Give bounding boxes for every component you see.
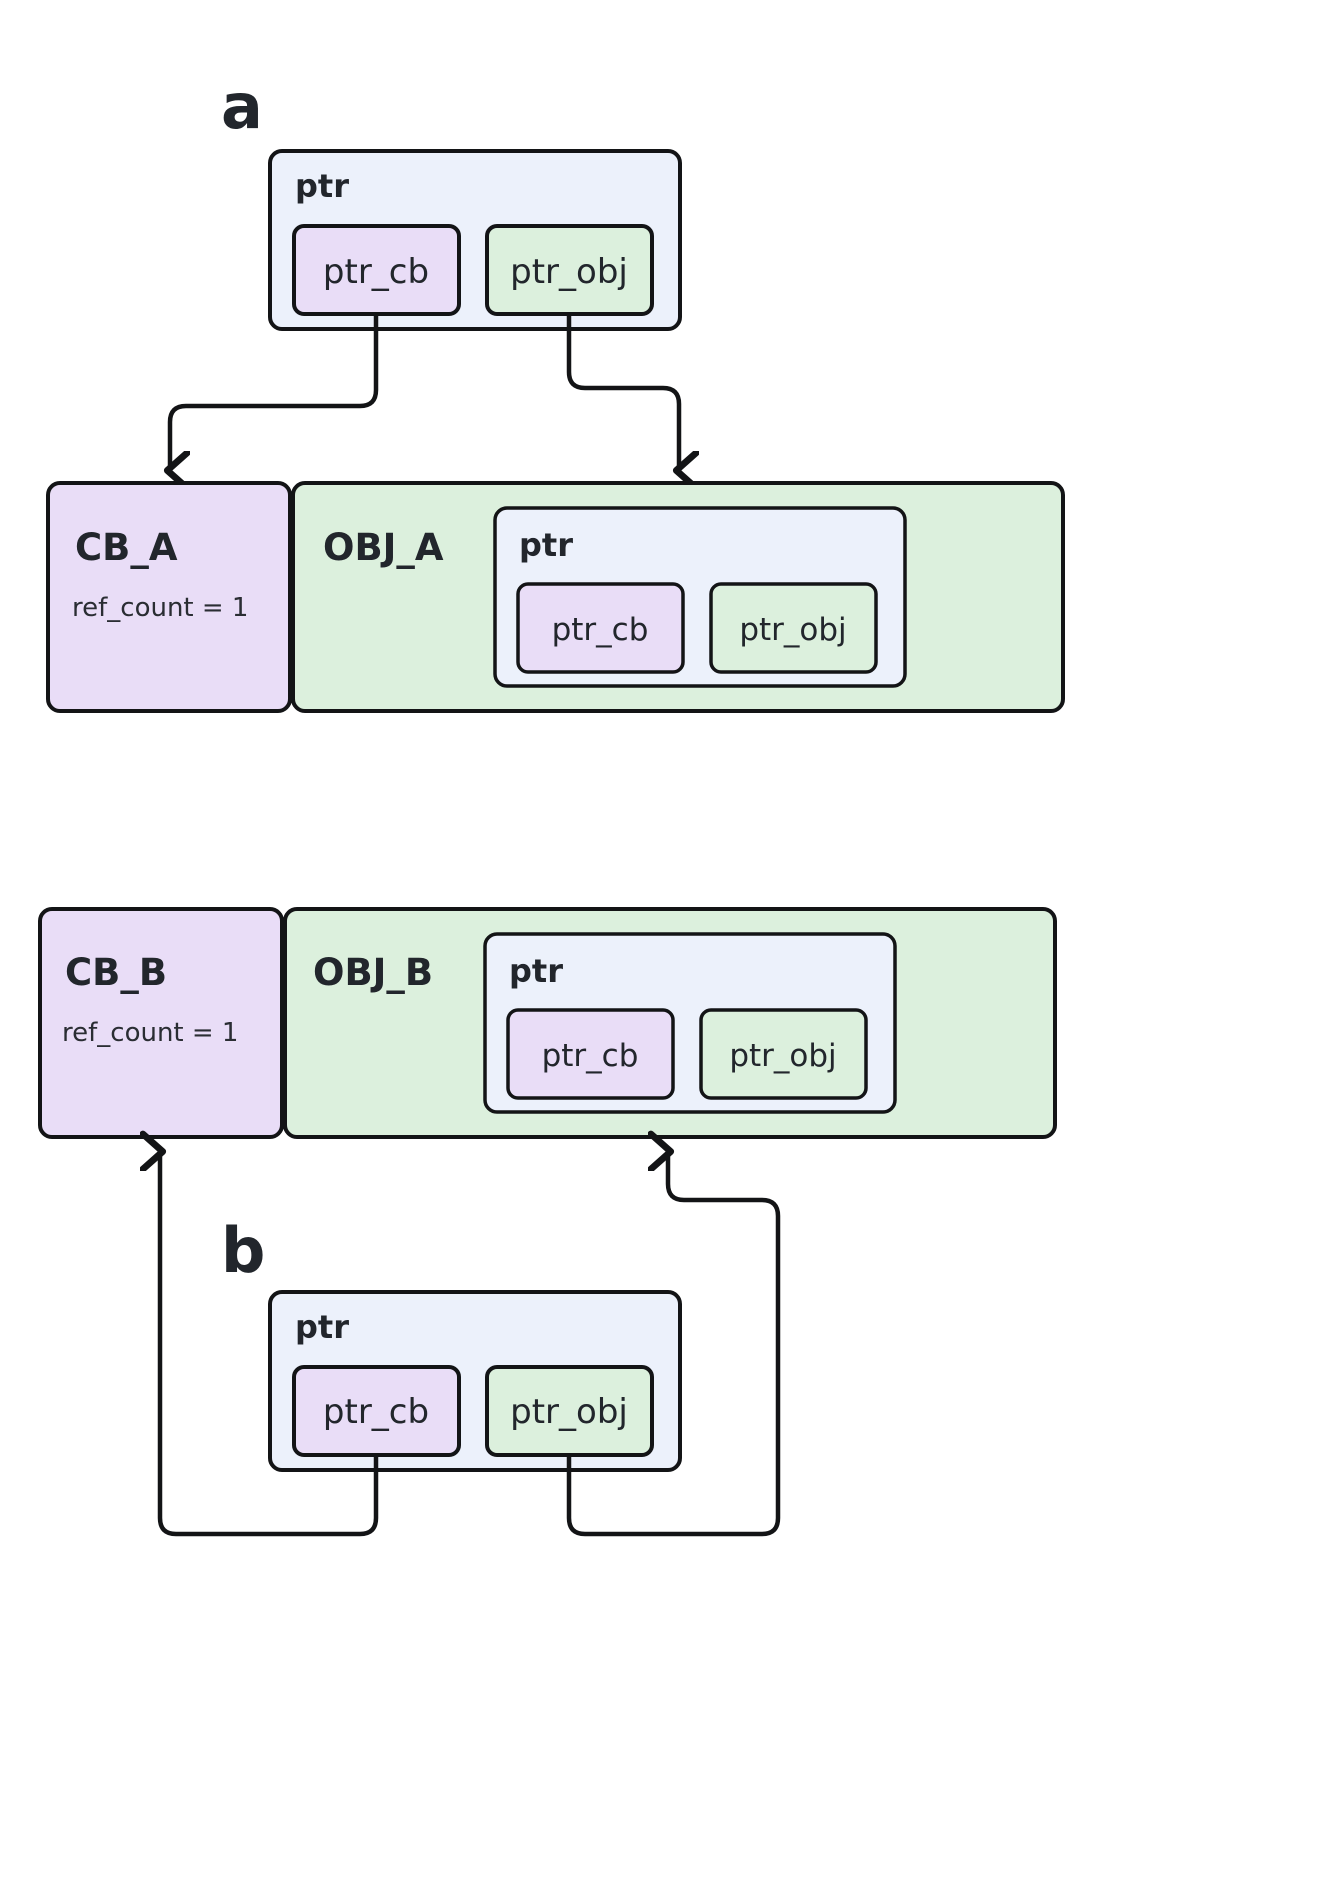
- cb-a-box: [46, 481, 292, 713]
- edge-ptrobj-to-obja: [566, 314, 679, 470]
- outer-ptr-slot-cb-label-b: ptr_cb: [323, 1392, 429, 1432]
- obj-b-inner-ptr-title: ptr: [509, 952, 563, 990]
- obj-a-inner-ptr-slot-cb: [516, 582, 685, 674]
- panel-label-a: a: [221, 70, 263, 143]
- obj-b-inner-ptr-slot-obj-label: ptr_obj: [729, 1038, 836, 1074]
- panel-b-outer-ptr-box: ptr ptr_cb ptr_obj: [268, 1290, 682, 1472]
- panel-a-outer-ptr-box: ptr ptr_cb ptr_obj: [268, 149, 682, 331]
- obj-b-inner-ptr-slot-cb-label: ptr_cb: [542, 1038, 639, 1074]
- cb-a-refcount: ref_count = 1: [72, 593, 248, 623]
- outer-ptr-title-a: ptr: [295, 167, 349, 205]
- obj-a-inner-ptr-title: ptr: [519, 526, 573, 564]
- object-b: OBJ_B ptr ptr_cb ptr_obj: [283, 907, 1057, 1139]
- obj-b-inner-ptr-slot-cb: [506, 1008, 675, 1100]
- cb-b-refcount: ref_count = 1: [62, 1018, 238, 1048]
- edge-ptrcb-to-cbb: [160, 1152, 379, 1537]
- outer-ptr-slot-obj-label-b: ptr_obj: [510, 1392, 628, 1432]
- edge-ptrcb-to-cba: [170, 314, 379, 470]
- panel-label-b: b: [221, 1214, 265, 1287]
- control-block-b: CB_B ref_count = 1: [38, 907, 284, 1139]
- control-block-a: CB_A ref_count = 1: [46, 481, 292, 713]
- outer-ptr-slot-obj-label-a: ptr_obj: [510, 252, 628, 292]
- obj-b-title: OBJ_B: [313, 951, 433, 994]
- outer-ptr-title-b: ptr: [295, 1308, 349, 1346]
- obj-a-inner-ptr-slot-obj-label: ptr_obj: [739, 612, 846, 648]
- obj-a-title: OBJ_A: [323, 526, 444, 569]
- edge-ptrobj-to-objb: [566, 1152, 781, 1537]
- object-a: OBJ_A ptr ptr_cb ptr_obj: [291, 481, 1065, 713]
- obj-a-inner-ptr-slot-obj: [709, 582, 878, 674]
- cb-a-title: CB_A: [75, 526, 178, 569]
- obj-a-inner-ptr-slot-cb-label: ptr_cb: [552, 612, 649, 648]
- obj-b-inner-ptr-slot-obj: [699, 1008, 868, 1100]
- outer-ptr-slot-cb-label-a: ptr_cb: [323, 252, 429, 292]
- cb-b-title: CB_B: [65, 951, 167, 994]
